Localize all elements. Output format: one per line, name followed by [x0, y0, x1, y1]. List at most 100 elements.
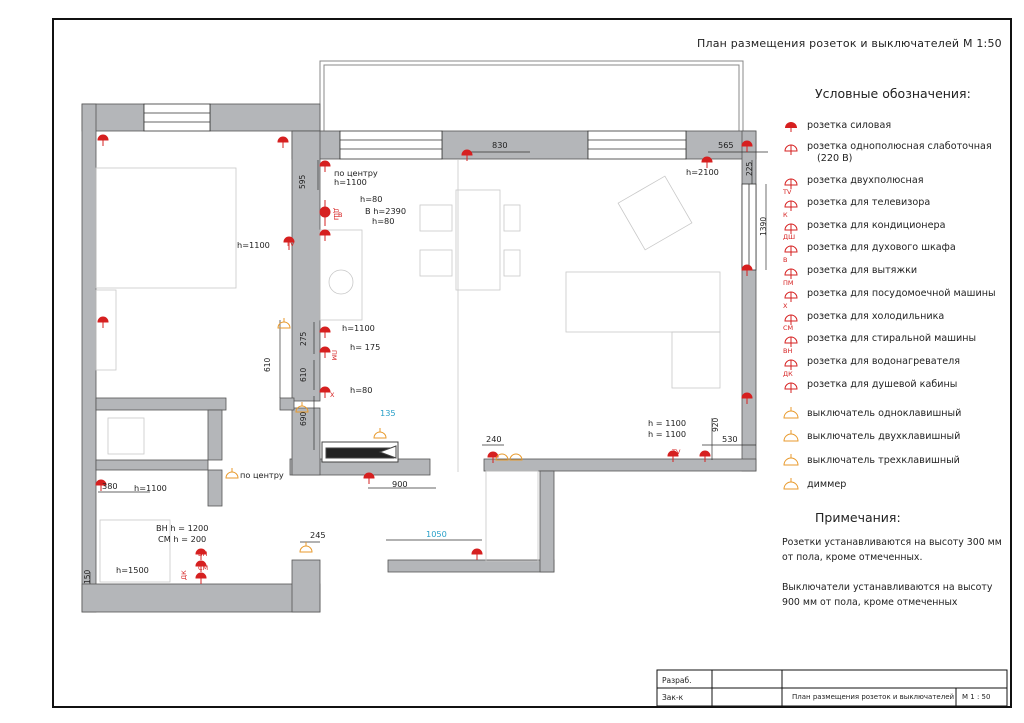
legend-label: диммер — [807, 479, 847, 490]
label-vn-h1200: ВН h = 1200 — [156, 523, 208, 533]
windows — [143, 103, 757, 271]
legend-label: розетка для холодильника — [807, 311, 945, 322]
note-sockets: Розетки устанавливаются на высоту 300 мм… — [782, 537, 1002, 563]
tag-tv-bedroom: TV — [285, 240, 295, 248]
dim-830: 830 — [492, 140, 508, 150]
dim-900: 900 — [392, 479, 408, 489]
legend-label: розетка для вытяжки — [807, 265, 918, 276]
label-h1100-a: h=1100 — [334, 177, 367, 187]
walls — [81, 103, 757, 613]
socket-symbol-icon — [784, 359, 798, 370]
socket-symbol-icon — [784, 291, 798, 302]
legend-tag: ДШ — [783, 233, 796, 241]
legend-label: розетка для душевой кабины — [807, 379, 958, 390]
socket-symbol-icon — [784, 200, 798, 211]
label-sm-h200: СМ h = 200 — [158, 534, 206, 544]
label-h1100-r1: h = 1100 — [648, 418, 686, 428]
dim-690: 690 — [299, 411, 308, 426]
notes-title: Примечания: — [815, 510, 901, 525]
legend-title: Условные обозначения: — [815, 86, 971, 101]
label-h1100-kitchen: h=1100 — [342, 323, 375, 333]
socket-symbol-icon — [784, 245, 798, 256]
kitchen-counter — [321, 441, 399, 463]
label-h175: h= 175 — [350, 342, 380, 352]
label-h1100-bath: h=1100 — [134, 483, 167, 493]
switches — [225, 318, 523, 553]
legend-item: выключатель трехклавишный — [780, 451, 1010, 473]
switch-symbol-icon — [783, 454, 799, 466]
tag-pm: ПМ — [330, 350, 338, 361]
title-block-scale: М 1 : 50 — [962, 693, 991, 701]
title-block-customer-label: Зак-к — [662, 693, 684, 702]
dim-240: 240 — [486, 434, 502, 444]
socket-symbol-icon — [784, 268, 798, 279]
dim-595: 595 — [298, 174, 307, 189]
legend-item: диммер — [780, 475, 1010, 497]
dim-610-a: 610 — [263, 357, 272, 372]
title-block-developer-label: Разраб. — [662, 676, 692, 685]
tag-tv-living: TV — [671, 448, 681, 456]
legend-label: розетка для посудомоечной машины — [807, 288, 996, 299]
label-h2100: h=2100 — [686, 167, 719, 177]
dim-245: 245 — [310, 530, 326, 540]
balcony — [319, 60, 744, 134]
label-center-1: по центру — [334, 168, 378, 178]
legend-label: розетка для водонагревателя — [807, 356, 960, 367]
legend-item: СМ розетка для стиральной машины — [780, 324, 1010, 351]
socket-symbol-icon — [784, 336, 798, 347]
legend-tag: Х — [783, 302, 788, 310]
socket-symbol-icon — [784, 178, 798, 189]
dimension-lines — [89, 151, 768, 584]
legend-label-line2: (220 В) — [817, 153, 853, 164]
switch-symbol-icon — [783, 430, 799, 442]
tag-x: Х — [330, 391, 335, 399]
legend-item: ДК розетка для душевой кабины — [780, 370, 1010, 397]
legend-item: выключатель двухклавишный — [780, 427, 1010, 449]
note-switches: Выключатели устанавливаются на высоту 90… — [782, 582, 993, 608]
legend-label: розетка однополюсная слаботочная — [807, 141, 992, 152]
title-block-description: План размещения розеток и выключателей — [792, 693, 955, 701]
legend-label: выключатель одноклавишный — [807, 408, 962, 419]
legend-label: выключатель двухклавишный — [807, 431, 961, 442]
dim-920: 920 — [711, 417, 720, 432]
tag-dsh: ДШ — [332, 208, 340, 220]
legend-label: розетка для стиральной машины — [807, 333, 977, 344]
dim-565: 565 — [718, 140, 734, 150]
label-h80-b: h=80 — [372, 216, 394, 226]
legend-tag: ДК — [783, 370, 793, 378]
legend-tag: TV — [783, 188, 792, 196]
sheet-title: План размещения розеток и выключателей М… — [697, 37, 1002, 50]
legend-tag: ВН — [783, 347, 793, 355]
legend-item: розетка двухполюсная — [780, 171, 1010, 193]
legend-item: розетка силовая — [780, 116, 1010, 138]
tag-b: В — [338, 211, 342, 219]
tag-sm: СМ — [198, 564, 208, 572]
switch-symbol-icon — [783, 407, 799, 419]
legend-label: розетка для телевизора — [807, 197, 931, 208]
legend-item: ВН розетка для водонагревателя — [780, 347, 1010, 374]
legend-label: розетка силовая — [807, 120, 892, 131]
legend-label: выключатель трехклавишный — [807, 455, 960, 466]
dim-225: 225 — [745, 161, 754, 176]
tag-vn: ВН — [198, 550, 207, 558]
outer-frame — [52, 18, 1012, 708]
dim-275: 275 — [299, 331, 308, 346]
dim-530: 530 — [722, 434, 738, 444]
legend-tag: К — [783, 211, 788, 219]
dim-380: 380 — [102, 481, 118, 491]
legend-item: TV розетка для телевизора — [780, 188, 1010, 215]
switch-symbol-icon — [783, 478, 799, 490]
socket-symbol-icon — [784, 223, 798, 234]
legend-tag: В — [783, 256, 788, 264]
label-h1100-r2: h = 1100 — [648, 429, 686, 439]
legend-tag: СМ — [783, 324, 794, 332]
furniture — [95, 160, 721, 583]
dim-150: 150 — [83, 569, 92, 584]
label-center-2: по центру — [240, 470, 284, 480]
dim-135: 135 — [380, 408, 396, 418]
